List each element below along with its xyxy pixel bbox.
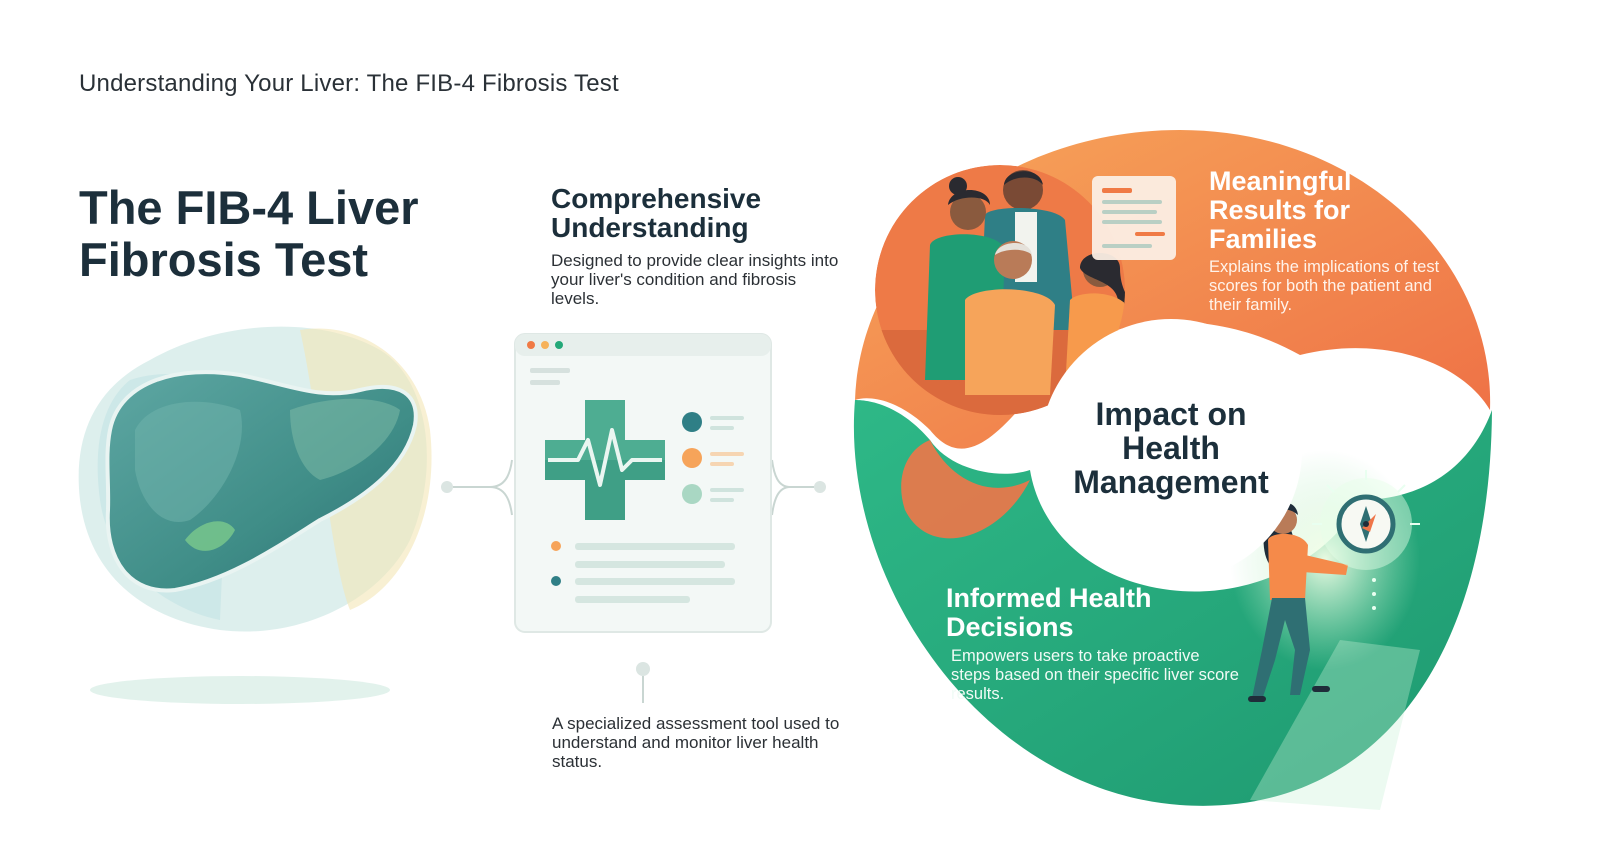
decisions-description: Empowers users to take proactive steps b… [951, 647, 1239, 703]
main-heading-line-2: Fibrosis Test [79, 233, 369, 286]
comprehensive-heading-line-1: Comprehensive [551, 183, 762, 214]
results-document-icon [1092, 176, 1176, 260]
comprehensive-heading: Comprehensive Understanding [551, 184, 851, 242]
connector-lines [441, 459, 826, 703]
impact-center-circle [1040, 319, 1302, 581]
main-heading: The FIB-4 Liver Fibrosis Test [79, 182, 499, 286]
compass-icon [1320, 478, 1412, 570]
dashboard-window-icon [514, 333, 772, 633]
impact-center-line-1: Impact on [1095, 396, 1247, 432]
impact-center-line-3: Management [1073, 464, 1269, 500]
heartbeat-icon [548, 428, 662, 487]
families-heading-line-3: Families [1209, 224, 1318, 254]
comprehensive-heading-line-2: Understanding [551, 212, 749, 243]
tool-description: A specialized assessment tool used to un… [552, 714, 840, 771]
decisions-heading: Informed Health Decisions [946, 584, 1226, 642]
decisions-heading-line-2: Decisions [946, 612, 1074, 642]
families-heading-line-1: Meaningful [1209, 166, 1352, 196]
families-heading: Meaningful Results for Families [1209, 167, 1449, 254]
families-heading-line-2: Results for [1209, 195, 1351, 225]
comprehensive-description: Designed to provide clear insights into … [551, 251, 839, 308]
liver-icon [78, 326, 432, 704]
impact-center-line-2: Health [1122, 430, 1220, 466]
woman-walking-illustration [1248, 470, 1420, 702]
main-heading-line-1: The FIB-4 Liver [79, 181, 419, 234]
impact-center-label: Impact on Health Management [1043, 397, 1299, 499]
family-illustration [875, 165, 1125, 415]
page-title: Understanding Your Liver: The FIB-4 Fibr… [79, 70, 619, 97]
families-description: Explains the implications of test scores… [1209, 258, 1440, 314]
decisions-heading-line-1: Informed Health [946, 583, 1152, 613]
